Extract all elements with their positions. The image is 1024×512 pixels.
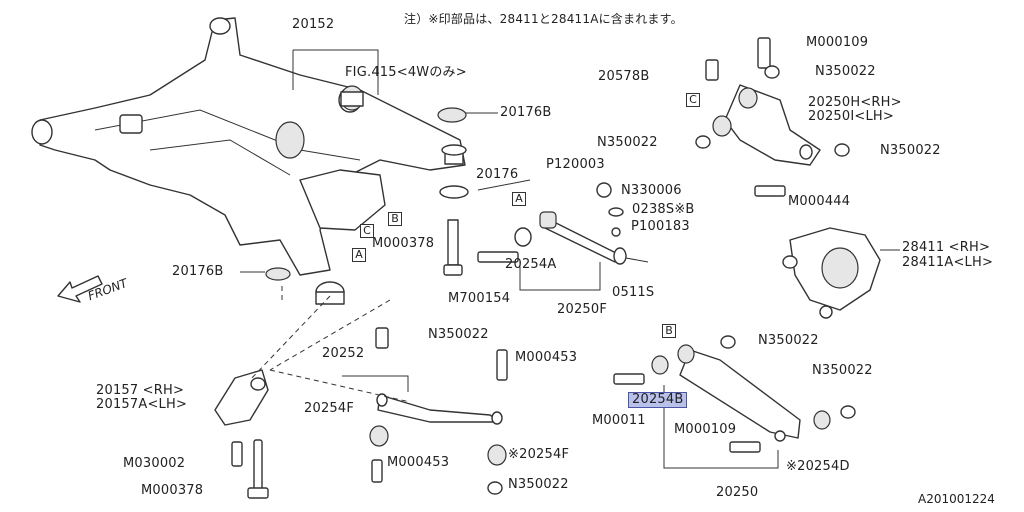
callout-20254b-highlighted[interactable]: 20254B [628,392,688,408]
callout-m00011[interactable]: M00011 [592,413,646,428]
callout-n350022-r[interactable]: N350022 [880,143,941,158]
callout-20250h[interactable]: 20250H<RH> [808,95,902,110]
callout-p100183[interactable]: P100183 [631,219,690,234]
callout-0238s[interactable]: 0238S※B [632,202,695,217]
lower-arm-20250 [613,335,856,453]
callout-m000109-top[interactable]: M000109 [806,35,869,50]
callout-20157[interactable]: 20157 <RH> [96,383,185,398]
callout-20250f[interactable]: 20250F [557,302,608,317]
callout-m030002[interactable]: M030002 [123,456,186,471]
ref-box-b-right: B [662,324,676,338]
upper-arm-20250h [695,37,850,197]
callout-20250i[interactable]: 20250I<LH> [808,109,894,124]
callout-20157a[interactable]: 20157A<LH> [96,397,188,412]
callout-20152[interactable]: 20152 [292,17,335,32]
callout-m000453-b[interactable]: M000453 [387,455,450,470]
callout-fig415[interactable]: FIG.415<4Wのみ> [345,65,467,80]
callout-n330006[interactable]: N330006 [621,183,682,198]
callout-20254d[interactable]: ※20254D [786,459,850,474]
callout-n350022-b[interactable]: N350022 [508,477,569,492]
callout-20252[interactable]: 20252 [322,346,365,361]
callout-p120003[interactable]: P120003 [546,157,605,172]
ref-box-b-left: B [388,212,402,226]
callout-n350022-mr[interactable]: N350022 [597,135,658,150]
callout-n350022-c[interactable]: N350022 [428,327,489,342]
callout-n350022-tr[interactable]: N350022 [815,64,876,79]
callout-20176b-left[interactable]: 20176B [172,264,224,279]
washer-20176b [437,107,467,123]
callout-m000378-mid[interactable]: M000378 [372,236,435,251]
callout-28411[interactable]: 28411 <RH> [902,240,991,255]
callout-20254f[interactable]: 20254F [304,401,355,416]
leader-20152 [292,49,379,95]
header-note: 注）※印部品は、28411と28411Aに含まれます。 [404,12,683,26]
callout-28411a[interactable]: 28411A<LH> [902,255,994,270]
callout-20254f-b[interactable]: ※20254F [508,447,570,462]
callout-20578b[interactable]: 20578B [598,69,650,84]
subframe-crossmember [31,17,466,305]
knuckle-28411 [782,227,900,319]
callout-20176b-top[interactable]: 20176B [500,105,552,120]
diagram-code: A201001224 [918,492,995,506]
ref-box-c-right: C [686,93,700,107]
callout-20176[interactable]: 20176 [476,167,519,182]
callout-0511s[interactable]: 0511S [612,285,655,300]
fig415-bushing [340,85,364,111]
front-arrow [57,275,103,303]
insulator-20176 [439,144,469,276]
washer-20176b-left [265,267,291,281]
callout-m000109-b[interactable]: M000109 [674,422,737,437]
callout-n350022-rr[interactable]: N350022 [812,363,873,378]
bracket-20157 [214,369,269,499]
callout-m000444[interactable]: M000444 [788,194,851,209]
callout-20254a[interactable]: 20254A [505,257,557,272]
callout-m000378-b[interactable]: M000378 [141,483,204,498]
ref-box-a-mid: A [512,192,526,206]
callout-n350022-br[interactable]: N350022 [758,333,819,348]
ref-box-c-left: C [360,224,374,238]
ref-box-a-left: A [352,248,366,262]
lateral-link-20250f [477,182,649,265]
link-20252 [369,327,508,495]
callout-m000453-c[interactable]: M000453 [515,350,578,365]
callout-m700154[interactable]: M700154 [448,291,511,306]
callout-20250[interactable]: 20250 [716,485,759,500]
